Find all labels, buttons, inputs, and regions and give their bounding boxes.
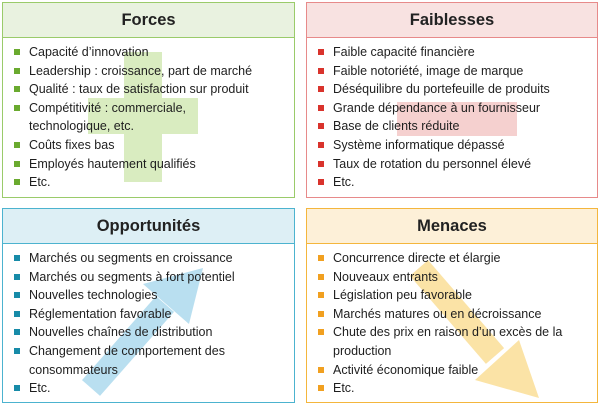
- list-item: Législation peu favorable: [318, 286, 591, 305]
- bullet-icon: [14, 179, 20, 186]
- faiblesses-title: Faiblesses: [409, 10, 495, 29]
- bullet-icon: [14, 385, 20, 392]
- list-item: Concurrence directe et élargie: [318, 249, 591, 268]
- list-item: Nouvelles chaînes de distribution: [14, 323, 288, 342]
- menaces-items: Concurrence directe et élargie Nouveaux …: [307, 244, 597, 398]
- list-item: Etc.: [14, 379, 288, 398]
- bullet-icon: [318, 255, 324, 261]
- forces-title: Forces: [121, 10, 176, 29]
- bullet-icon: [318, 292, 324, 299]
- bullet-icon: [318, 49, 324, 55]
- list-item: Marchés ou segments en croissance: [14, 249, 288, 268]
- list-item: Changement de comportement des consommat…: [14, 342, 288, 379]
- bullet-icon: [14, 49, 20, 55]
- list-item: Leadership : croissance, part de marché: [14, 62, 288, 81]
- menaces-header: Menaces: [306, 208, 598, 244]
- bullet-icon: [318, 179, 324, 186]
- quadrant-menaces: Menaces Concurrence directe et élargie N…: [306, 208, 598, 403]
- list-item: Nouveaux entrants: [318, 268, 591, 287]
- list-item: Déséquilibre du portefeuille de produits: [318, 80, 591, 99]
- quadrant-faiblesses: Faiblesses Faible capacité financière Fa…: [306, 2, 598, 198]
- list-item: Marchés matures ou en décroissance: [318, 305, 591, 324]
- bullet-icon: [318, 310, 324, 317]
- faiblesses-header: Faiblesses: [306, 2, 598, 38]
- opportunites-list-box: Marchés ou segments en croissance Marché…: [2, 243, 295, 403]
- list-item: Réglementation favorable: [14, 305, 288, 324]
- list-item: Taux de rotation du personnel élevé: [318, 155, 591, 174]
- list-item: Faible capacité financière: [318, 43, 591, 62]
- opportunites-header: Opportunités: [2, 208, 295, 244]
- bullet-icon: [318, 86, 324, 93]
- list-item: Employés hautement qualifiés: [14, 155, 288, 174]
- list-item: Coûts fixes bas: [14, 136, 288, 155]
- list-item: Etc.: [318, 173, 591, 192]
- plus-icon: [88, 52, 198, 182]
- list-item: Qualité : taux de satisfaction sur produ…: [14, 80, 288, 99]
- list-item: Grande dépendance à un fournisseur: [318, 99, 591, 118]
- bullet-icon: [14, 292, 20, 299]
- bullet-icon: [14, 160, 20, 167]
- forces-header: Forces: [2, 2, 295, 38]
- minus-icon: [397, 102, 517, 136]
- bullet-icon: [14, 67, 20, 74]
- bullet-icon: [318, 385, 324, 392]
- list-item: Système informatique dépassé: [318, 136, 591, 155]
- quadrant-forces: Forces Capacité d’innovation Leadership …: [2, 2, 295, 198]
- list-item: Marchés ou segments à fort potentiel: [14, 268, 288, 287]
- bullet-icon: [318, 141, 324, 148]
- list-item: Etc.: [318, 379, 591, 398]
- list-item: Compétitivité : commerciale, technologiq…: [14, 99, 288, 136]
- bullet-icon: [318, 123, 324, 130]
- forces-items: Capacité d’innovation Leadership : crois…: [3, 38, 294, 192]
- list-item: Activité économique faible: [318, 361, 591, 380]
- bullet-icon: [318, 329, 324, 336]
- list-item: Etc.: [14, 173, 288, 192]
- list-item: Chute des prix en raison d’un excès de l…: [318, 323, 591, 360]
- list-item: Nouvelles technologies: [14, 286, 288, 305]
- bullet-icon: [14, 255, 20, 261]
- faiblesses-items: Faible capacité financière Faible notori…: [307, 38, 597, 192]
- forces-list-box: Capacité d’innovation Leadership : crois…: [2, 37, 295, 198]
- quadrant-opportunites: Opportunités Marchés ou segments en croi…: [2, 208, 295, 403]
- bullet-icon: [14, 310, 20, 317]
- bullet-icon: [318, 160, 324, 167]
- bullet-icon: [14, 104, 20, 111]
- arrow-down-right-icon: [409, 260, 539, 398]
- arrow-up-right-icon: [81, 268, 203, 396]
- list-item: Capacité d’innovation: [14, 43, 288, 62]
- bullet-icon: [14, 141, 20, 148]
- menaces-title: Menaces: [417, 216, 487, 235]
- bullet-icon: [318, 67, 324, 74]
- bullet-icon: [318, 366, 324, 373]
- bullet-icon: [14, 273, 20, 280]
- bullet-icon: [14, 86, 20, 93]
- faiblesses-list-box: Faible capacité financière Faible notori…: [306, 37, 598, 198]
- bullet-icon: [318, 104, 324, 111]
- bullet-icon: [14, 329, 20, 336]
- menaces-list-box: Concurrence directe et élargie Nouveaux …: [306, 243, 598, 403]
- opportunites-title: Opportunités: [96, 216, 201, 235]
- list-item: Faible notoriété, image de marque: [318, 62, 591, 81]
- list-item: Base de clients réduite: [318, 117, 591, 136]
- bullet-icon: [318, 273, 324, 280]
- bullet-icon: [14, 347, 20, 354]
- opportunites-items: Marchés ou segments en croissance Marché…: [3, 244, 294, 398]
